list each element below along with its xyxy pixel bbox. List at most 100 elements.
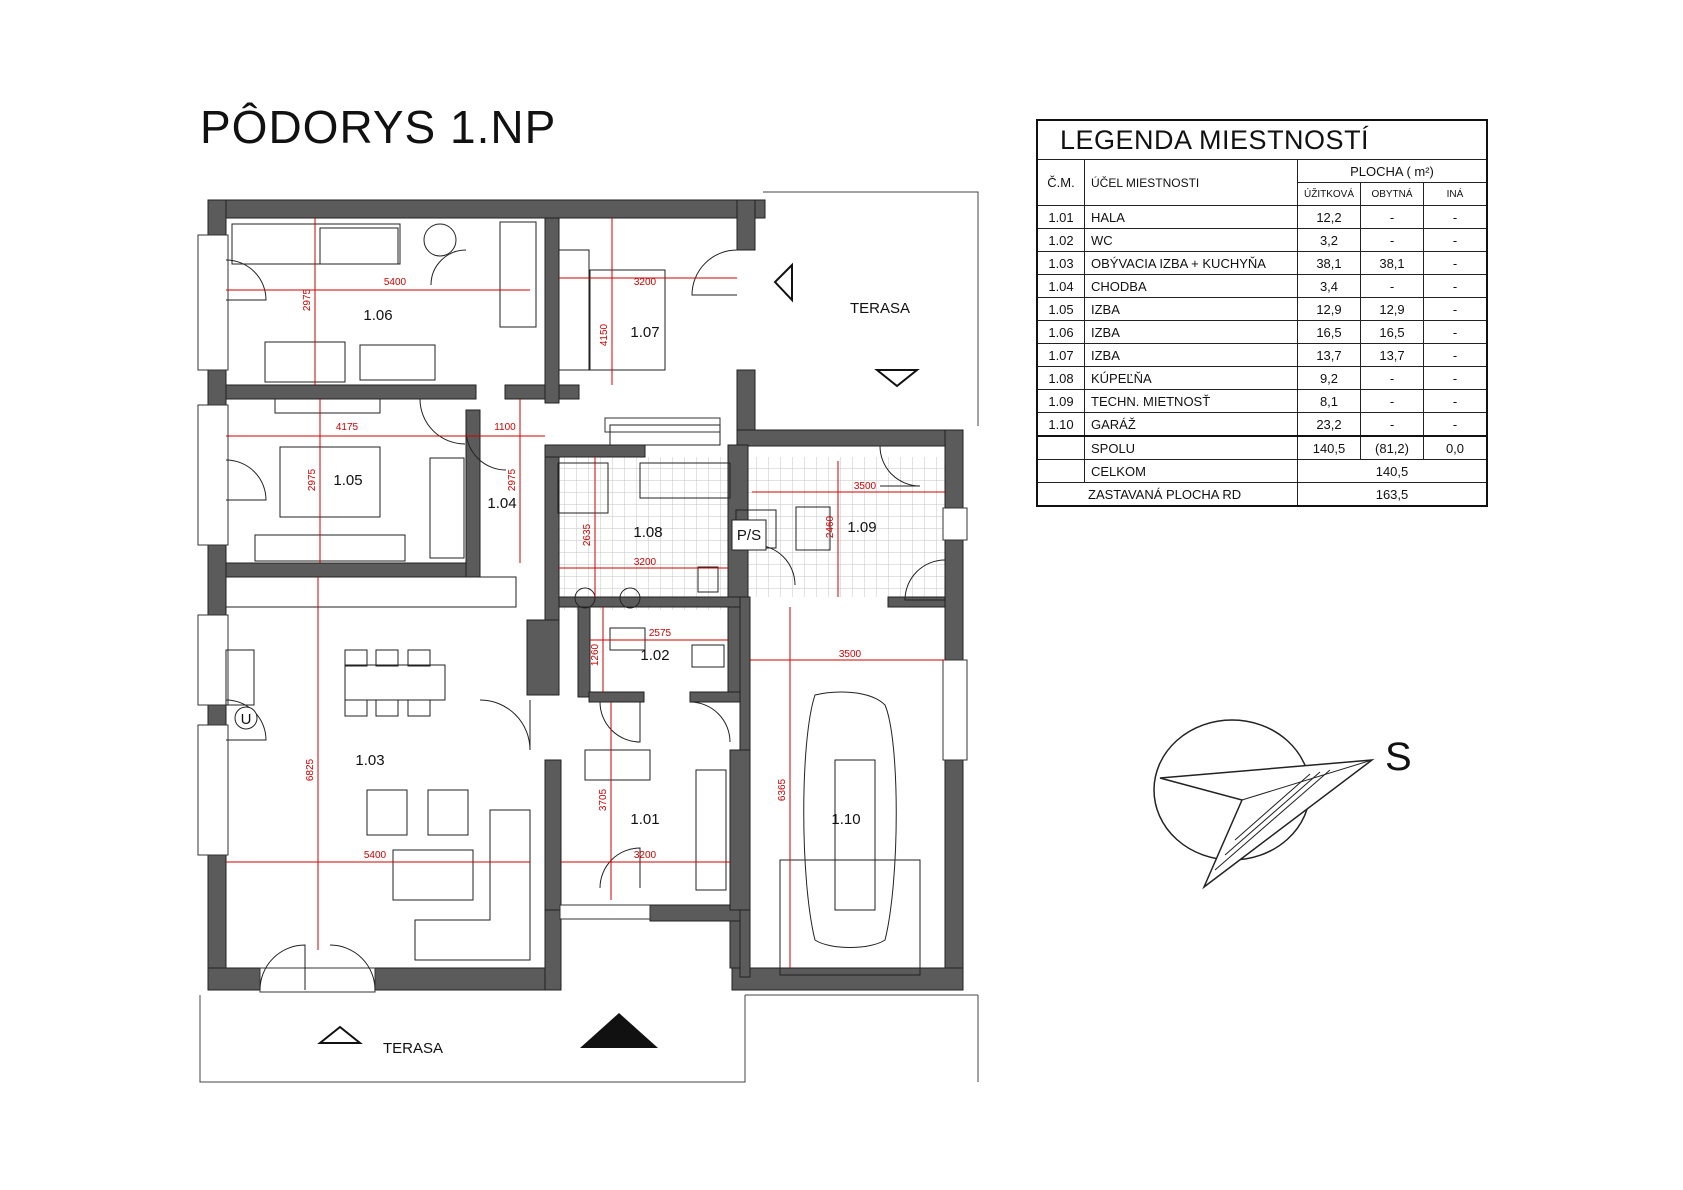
- legend-col-area: PLOCHA ( m²): [1296, 159, 1488, 183]
- legend-built-value: 163,5: [1296, 482, 1488, 507]
- legend-row-num: 1.06: [1036, 320, 1085, 344]
- legend-row-useful: 8,1: [1296, 389, 1362, 413]
- legend-row-name: HALA: [1084, 205, 1298, 229]
- legend-row-num: 1.10: [1036, 412, 1085, 437]
- legend-row-useful: 16,5: [1296, 320, 1362, 344]
- legend-row-useful: 38,1: [1296, 251, 1362, 275]
- room-label: 1.02: [640, 647, 669, 664]
- terrace-triangle-south-icon: [317, 1025, 363, 1044]
- misc-labels: P/S U TERASA TERASA: [234, 300, 910, 1057]
- room-label: 1.10: [831, 811, 860, 828]
- plan-title: PÔDORYS 1.NP: [200, 101, 557, 153]
- legend-row-other: -: [1423, 343, 1488, 367]
- legend-row-num: 1.08: [1036, 366, 1085, 390]
- windows: [197, 234, 968, 993]
- legend-total-value: 140,5: [1296, 459, 1488, 483]
- legend-row-other: -: [1423, 228, 1488, 252]
- room-labels: 1.06 1.07 1.05 1.04 1.08 1.09 1.02 1.03 …: [333, 307, 876, 828]
- furniture: [225, 221, 921, 976]
- legend-row-other: -: [1423, 412, 1488, 437]
- dimension-label: 1100: [494, 422, 516, 433]
- compass-needle-icon: [1159, 759, 1375, 890]
- legend-row-living: -: [1360, 205, 1424, 229]
- room-label: 1.03: [355, 752, 384, 769]
- legend-col-purpose: ÚČEL MIESTNOSTI: [1084, 159, 1298, 206]
- legend-col-living: OBYTNÁ: [1360, 182, 1424, 206]
- legend-sum-living: (81,2): [1360, 435, 1424, 460]
- terrace-outlines: [199, 191, 979, 1083]
- dimension-label: 2460: [825, 515, 836, 538]
- dimension-label: 3705: [598, 788, 609, 811]
- dimension-label: 2975: [302, 288, 313, 311]
- legend-row-living: -: [1360, 228, 1424, 252]
- legend-row-name: KÚPEĽŇA: [1084, 366, 1298, 390]
- entry-arrow-east-icon: [773, 262, 793, 303]
- legend-col-num: Č.M.: [1036, 159, 1085, 206]
- room-label: 1.04: [487, 495, 516, 512]
- legend-row-useful: 3,2: [1296, 228, 1362, 252]
- dimension-label: 5400: [364, 850, 387, 861]
- legend-row-name: IZBA: [1084, 297, 1298, 321]
- legend-row-name: IZBA: [1084, 343, 1298, 367]
- room-label: 1.06: [363, 307, 392, 324]
- dimension-label: 6825: [305, 758, 316, 781]
- legend-sum-label: SPOLU: [1084, 435, 1298, 460]
- legend-row-num: 1.07: [1036, 343, 1085, 367]
- room-label: 1.01: [630, 811, 659, 828]
- legend-row-name: GARÁŽ: [1084, 412, 1298, 437]
- appliance-u-label: U: [241, 711, 252, 728]
- legend-row-name: OBÝVACIA IZBA + KUCHYŇA: [1084, 251, 1298, 275]
- north-arrow: S: [1153, 719, 1412, 890]
- legend-row-other: -: [1423, 297, 1488, 321]
- dimension-label: 2975: [507, 468, 518, 491]
- terrace-triangle-east-icon: [874, 369, 920, 388]
- terrace-east-label: TERASA: [850, 300, 910, 317]
- legend-row-useful: 23,2: [1296, 412, 1362, 437]
- legend-col-other: INÁ: [1423, 182, 1488, 206]
- dimension-label: 6365: [777, 778, 788, 801]
- legend-row-living: 13,7: [1360, 343, 1424, 367]
- legend-row-name: CHODBA: [1084, 274, 1298, 298]
- legend-row-num: 1.01: [1036, 205, 1085, 229]
- dimension-label: 3500: [854, 481, 877, 492]
- legend-row-living: 38,1: [1360, 251, 1424, 275]
- legend-row-other: -: [1423, 366, 1488, 390]
- legend-row-living: -: [1360, 366, 1424, 390]
- legend-row-name: WC: [1084, 228, 1298, 252]
- terrace-south-label: TERASA: [383, 1040, 443, 1057]
- main-entry-arrow-icon: [580, 1013, 658, 1048]
- dimension-label: 2975: [307, 468, 318, 491]
- legend-row-other: -: [1423, 205, 1488, 229]
- legend-row-other: -: [1423, 389, 1488, 413]
- legend-built-label: ZASTAVANÁ PLOCHA RD: [1036, 482, 1298, 507]
- dimension-label: 1260: [590, 643, 601, 666]
- room-label: 1.05: [333, 472, 362, 489]
- room-label: 1.08: [633, 524, 662, 541]
- north-letter: S: [1385, 735, 1412, 779]
- legend-row-name: IZBA: [1084, 320, 1298, 344]
- legend-row-useful: 12,9: [1296, 297, 1362, 321]
- dimension-label: 5400: [384, 277, 407, 288]
- room-label: 1.07: [630, 324, 659, 341]
- legend-row-num: 1.09: [1036, 389, 1085, 413]
- legend-row-num: 1.04: [1036, 274, 1085, 298]
- legend-row-other: -: [1423, 274, 1488, 298]
- dimension-label: 4150: [599, 323, 610, 346]
- dimension-lines: [226, 218, 945, 968]
- dimension-label: 2575: [649, 628, 672, 639]
- dimension-label: 3200: [634, 557, 657, 568]
- legend-row-living: -: [1360, 412, 1424, 437]
- legend-total-label: CELKOM: [1084, 459, 1298, 483]
- legend-sum-other: 0,0: [1423, 435, 1488, 460]
- legend-row-num: 1.03: [1036, 251, 1085, 275]
- legend-row-useful: 3,4: [1296, 274, 1362, 298]
